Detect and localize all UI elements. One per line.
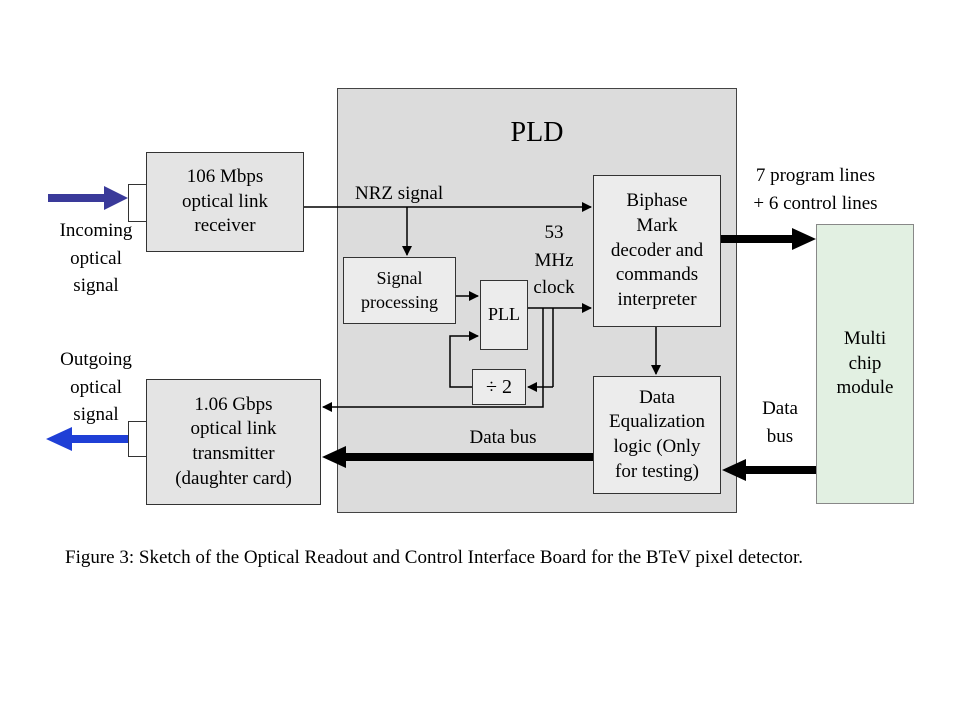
- divider-feedback-line: [449, 331, 479, 388]
- figure-caption: Figure 3: Sketch of the Optical Readout …: [65, 547, 804, 568]
- optical-receiver-box: 106 Mbps optical link receiver: [146, 152, 304, 252]
- signal-processing-box: Signal processing: [343, 257, 456, 324]
- pll-box: PLL: [480, 280, 528, 350]
- incoming-signal-label: Incoming optical signal: [59, 220, 133, 297]
- outgoing-optical-arrow: [46, 427, 128, 451]
- data-bus-label: Data bus: [469, 427, 537, 448]
- multi-chip-module-box: Multi chip module: [816, 224, 914, 504]
- divider-box: ÷ 2: [472, 369, 526, 405]
- data-bus-arrow: [322, 446, 593, 468]
- nrz-signal-label: NRZ signal: [355, 183, 444, 204]
- data-equalization-box: Data Equalization logic (Only for testin…: [593, 376, 721, 494]
- data-bus-right-arrow: [722, 459, 816, 481]
- outgoing-signal-label: Outgoing optical signal: [60, 349, 132, 426]
- program-lines-label: 7 program lines + 6 control lines: [753, 165, 878, 214]
- program-lines-arrow: [721, 228, 816, 250]
- optical-transmitter-box: 1.06 Gbps optical link transmitter (daug…: [146, 379, 321, 505]
- pld-title: PLD: [510, 117, 564, 148]
- biphase-decoder-box: Biphase Mark decoder and commands interp…: [593, 175, 721, 327]
- clock-to-transmitter-line: [322, 308, 544, 412]
- incoming-optical-arrow: [48, 186, 128, 210]
- clock-label: 53 MHz clock: [533, 222, 575, 299]
- data-bus-right-label: Data bus: [762, 398, 798, 447]
